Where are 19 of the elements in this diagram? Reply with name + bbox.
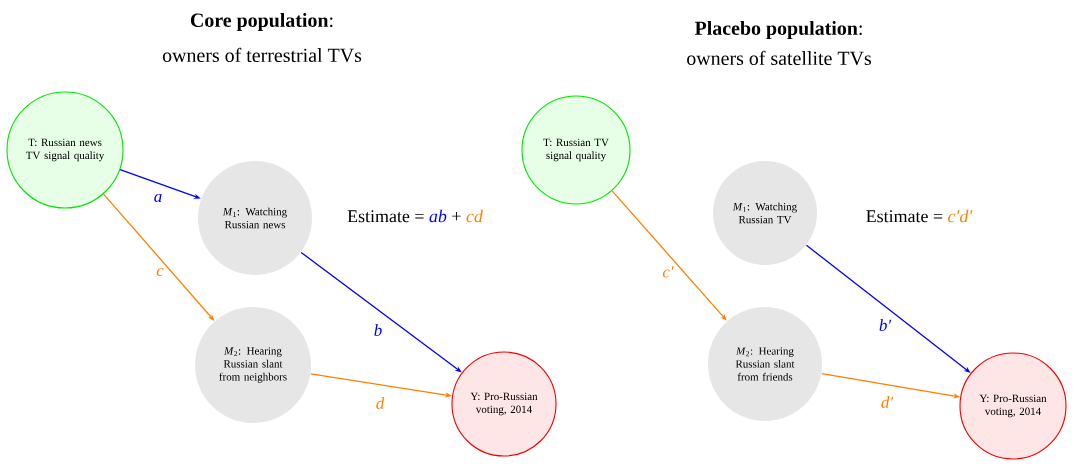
edge-label: a (154, 193, 162, 203)
estimate-formula: Estimate = c′d′ (866, 209, 973, 223)
arrow (611, 190, 727, 321)
heading: owners of terrestrial TVs (162, 47, 362, 63)
edge-label: c (156, 267, 164, 277)
label: Estimate = (347, 210, 424, 223)
label: cd (466, 209, 483, 223)
edge-label: b (374, 324, 382, 336)
edge-label: d (376, 397, 385, 409)
edge-label: d′ (881, 396, 894, 408)
label: + (452, 211, 461, 221)
estimate-formula: Estimate = ab + cd (347, 209, 483, 223)
heading: owners of satellite TVs (687, 50, 871, 66)
arrow (300, 251, 462, 373)
heading: Core population: (190, 12, 333, 31)
label: ab (429, 209, 447, 223)
edge-label: b′ (879, 319, 892, 331)
edge-label: c′ (662, 266, 674, 278)
heading: Placebo population: (694, 20, 862, 39)
